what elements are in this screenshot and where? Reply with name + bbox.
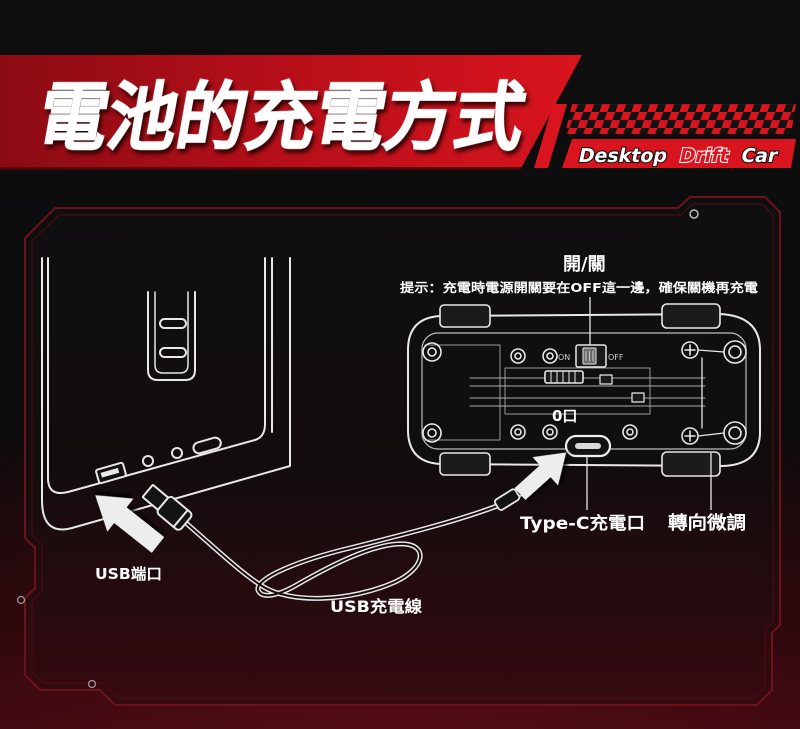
power-switch: ON OFF [558,344,624,368]
usb-plug-grip [172,509,189,528]
power-switch-ridges [585,350,594,362]
frame-mount-hole [689,209,699,219]
page-title: 電池的充電方式 [32,75,532,161]
screw-hole [422,423,442,443]
steering-trim-cross [684,430,696,442]
brand-word-car: Car [739,144,780,167]
usb-cable [183,503,500,601]
laptop-stand-outline [147,291,196,381]
steering-pivot [681,341,699,359]
usb-plug-connector [141,484,169,511]
indicator-hole [171,447,183,459]
screw-hole [542,424,558,440]
front-axle-hub-inner [728,426,742,440]
usb-port-arrow [95,495,165,553]
usb-port-label: USB端口 [95,565,162,583]
rear-left-wheel [439,304,491,328]
type-c-port-slot [575,443,601,449]
screw-hole [510,348,526,364]
brand-banner: Desktop Drift Car [534,104,796,168]
steering-linkage [697,349,725,437]
usb-cable-inner [185,505,498,600]
title-banner-shape [0,55,582,170]
screw-hole-inner [546,352,554,360]
usb-port-tongue [100,467,120,478]
charging-tip: 提示：充電時電源開關要在OFF這一邊，確保關機再充電 [400,280,759,295]
laptop-outer-edge [41,257,291,531]
screw-hole [622,424,638,440]
steering-trim-label: 轉向微調 [668,512,746,534]
usb-cable-label: USB充電線 [330,597,422,616]
steering-trim-dial [681,427,699,445]
brand-word-desktop: Desktop [577,144,670,167]
screw-hole-inner [427,428,437,438]
screw-hole-inner [427,347,437,357]
brand-word-drift: Drift [677,144,731,167]
frame-mount-hole [87,679,97,689]
switch-on-label: ON [558,353,570,362]
audio-jack [142,455,154,467]
usb-plug [141,484,193,531]
title-banner: 電池的充電方式 [0,55,582,170]
screw-hole-inner [546,428,554,436]
checkered-flag [565,104,796,134]
type-c-port [564,434,612,458]
brand-stripe [534,104,567,168]
screw-hole [542,348,558,364]
brand-logo-text: Desktop Drift Car [577,144,781,167]
connector-pins [550,370,576,384]
arrow-shape [514,452,567,500]
brand-bar [562,139,796,168]
battery-bay [504,367,651,415]
frame-inner [31,203,774,699]
laptop-vent-slot [159,347,187,358]
screw-hole-inner [514,352,522,360]
wire-connector [544,370,584,384]
steering-pivot-cross [684,344,696,356]
port-mark: 0口 [552,407,577,425]
laptop-ports [95,436,222,485]
front-right-wheel [661,451,721,477]
rear-right-wheel [439,452,491,476]
laptop-stand-inner [154,291,189,374]
type-c-port-arrow [514,452,567,500]
side-port [192,436,222,455]
front-axle-hub-inner [728,345,742,359]
frame-mount-hole [16,595,26,605]
wire-clip [631,392,645,403]
power-switch-label: 開/關 [563,254,606,275]
laptop-vent-slot [159,318,187,329]
screw-hole-inner [626,428,634,436]
type-c-label: Type-C充電口 [520,513,645,534]
screw-hole-inner [514,428,522,436]
car-underside: ON OFF 0口 [407,303,761,477]
screw-hole [510,424,526,440]
rear-motor-bay [424,344,501,441]
switch-off-label: OFF [608,353,624,362]
laptop-inner-edge [47,257,266,494]
laptop-illustration [41,257,291,531]
wire-clip [599,374,613,385]
front-left-wheel [661,303,721,329]
arrow-shape [95,495,165,553]
usb-port [95,461,127,485]
screw-hole [422,342,442,362]
